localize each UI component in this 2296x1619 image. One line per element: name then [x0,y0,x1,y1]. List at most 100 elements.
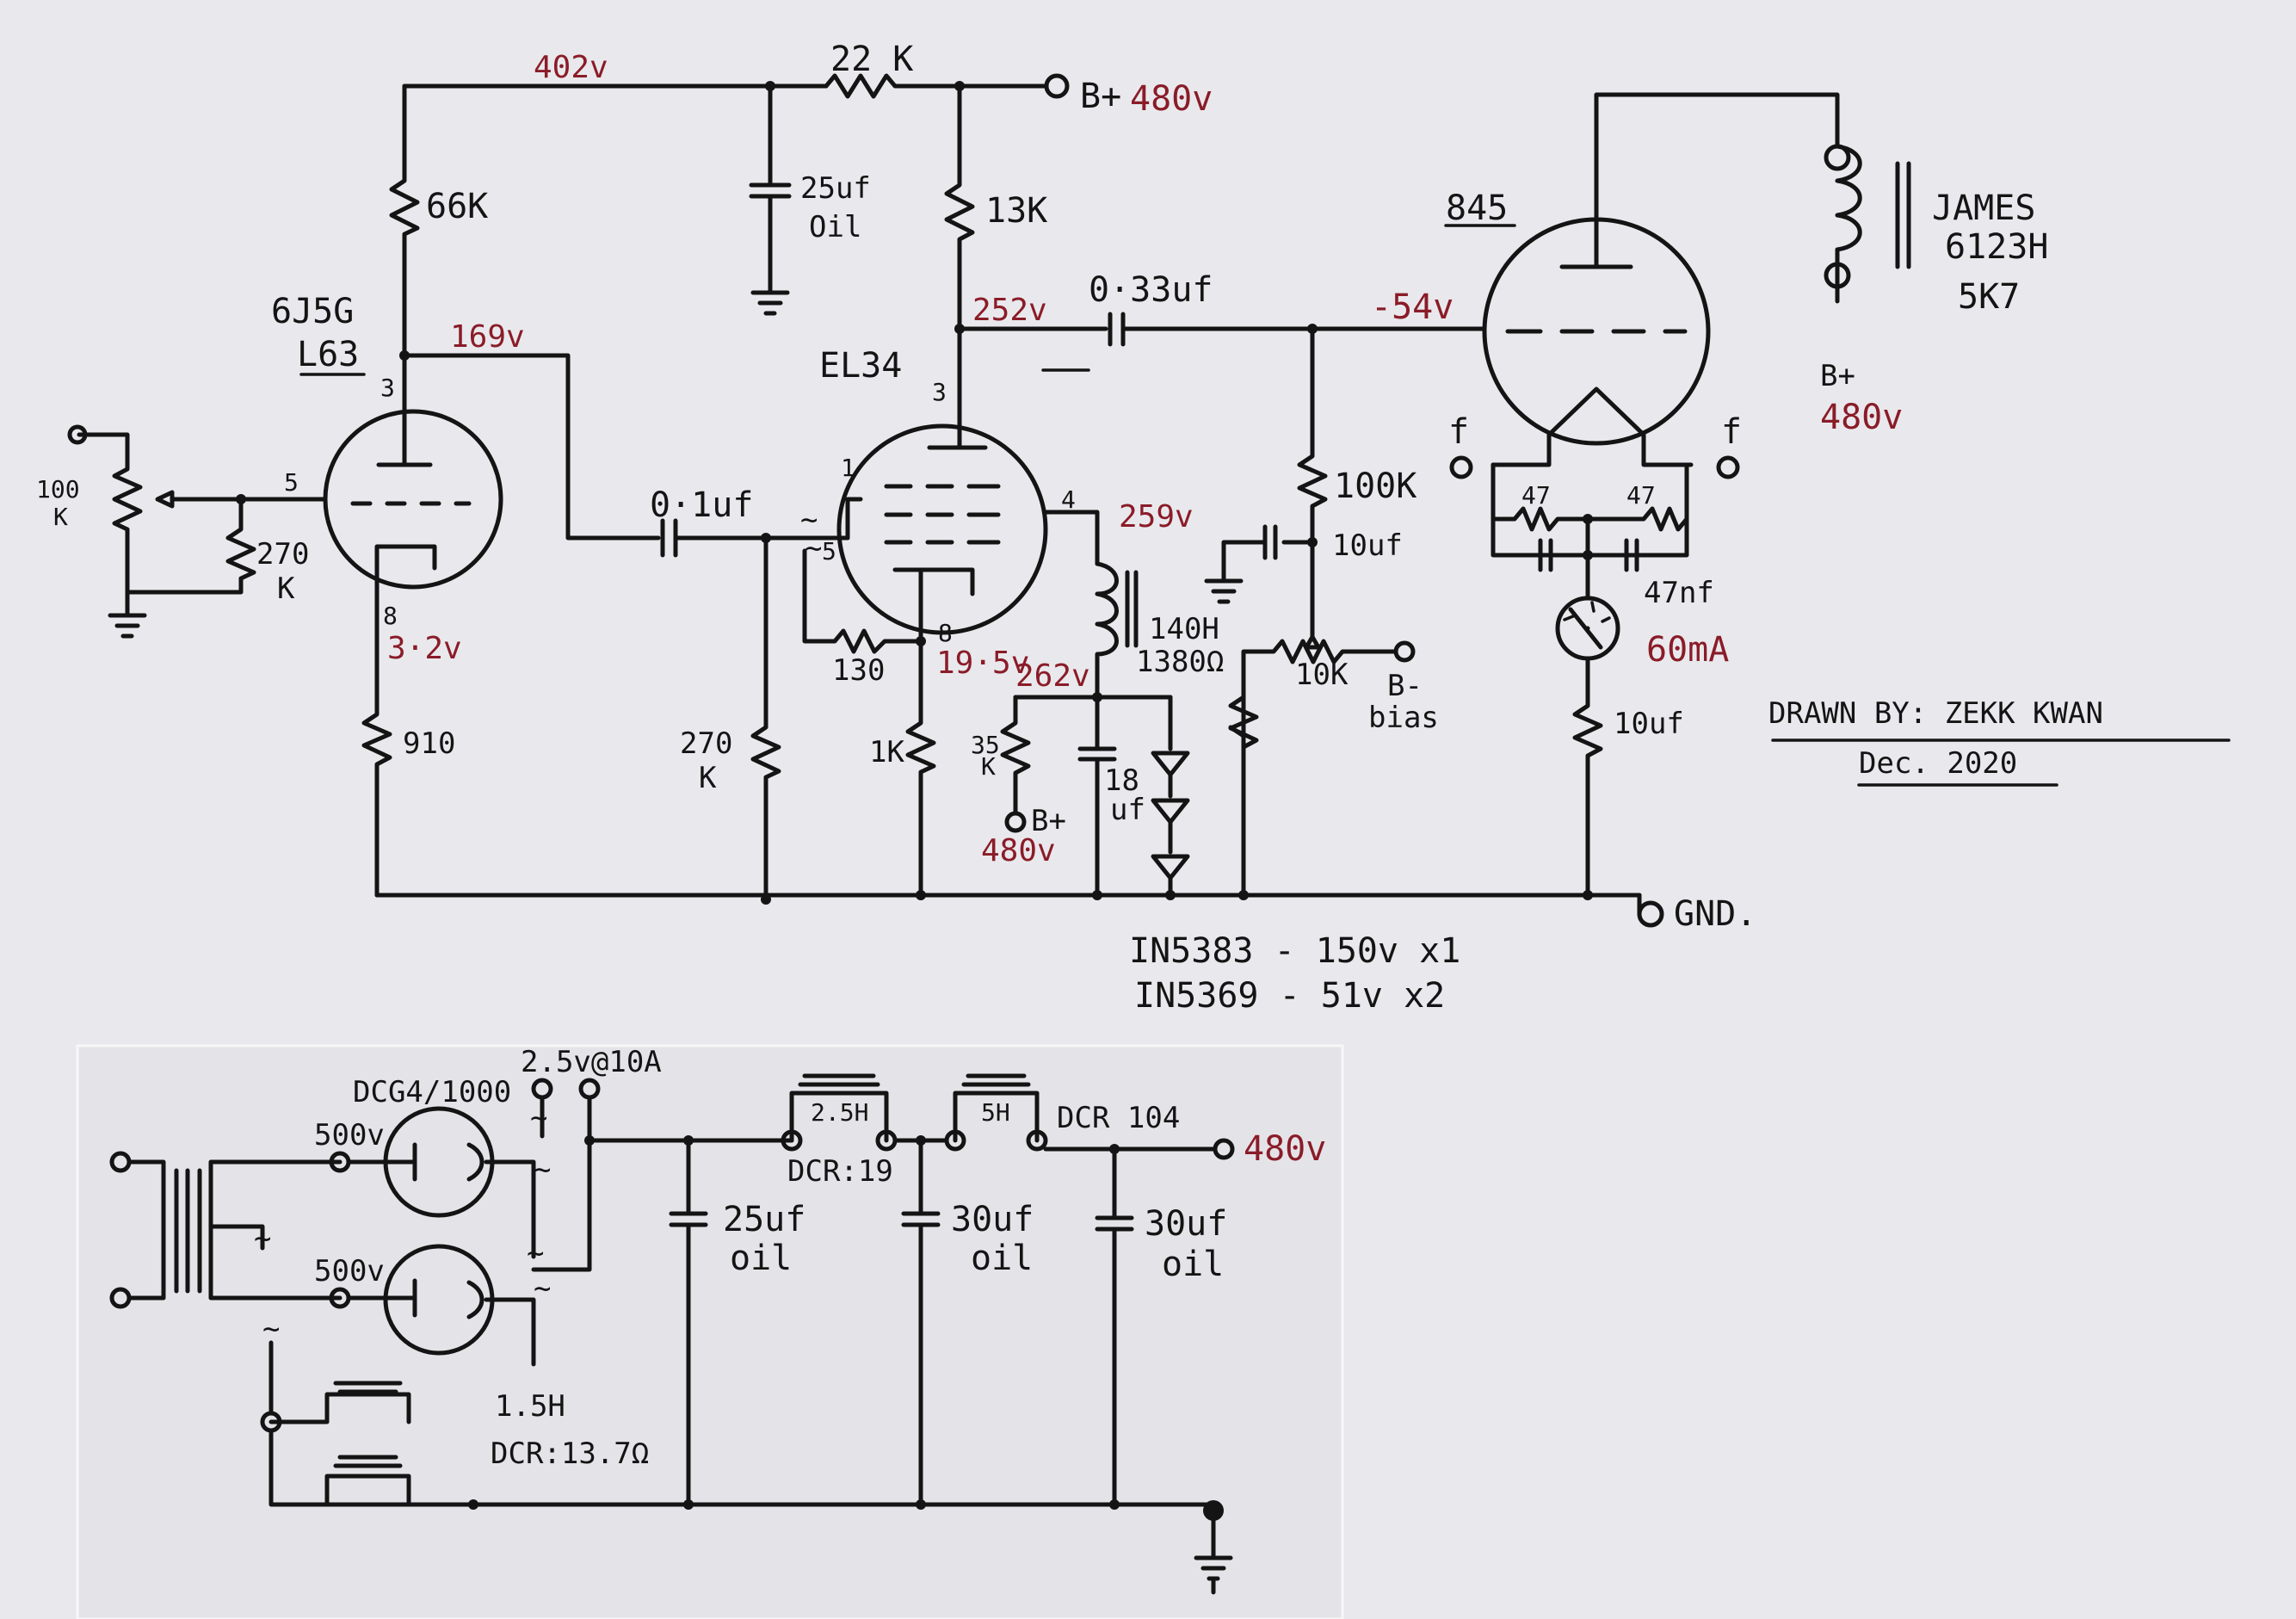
amplifier-labels: 402v 22 K B+ 480v 66K 25uf Oil 13K 6J5G … [36,40,2103,1016]
label-psu-30uf-a: 30uf [951,1200,1034,1239]
resistor-66k [389,83,420,360]
label-47nf: 47nf [1644,576,1714,610]
label-47b: 47 [1626,481,1656,510]
label-19-5v: 19·5v [936,646,1029,681]
cap-psu-30uf-a [901,1138,941,1507]
label-22k: 22 K [830,40,913,79]
label-252v: 252v [972,293,1047,328]
resistor-910 [361,600,392,898]
output-transformer [1835,144,1862,287]
ground-symbol [750,290,790,316]
label-402v: 402v [534,50,608,85]
resistor-1k [905,639,936,898]
label-35: 35 [971,731,1000,759]
pot-10k [1241,639,1397,700]
resistor-270k-grid [125,497,256,595]
label-tube3-type: 845 [1446,188,1508,228]
label-psu-25uf-oil: oil [730,1239,792,1278]
choke-140h [1095,561,1119,700]
label-100k: 100K [1334,467,1416,506]
label-25uf: 25uf [800,171,871,206]
power-supply-schematic [109,1073,1235,1595]
pot-100k [77,432,143,595]
zener-stack [1151,695,1190,898]
label-pin8b: 8 [938,619,953,647]
caps-47nf [1538,538,1639,572]
input-terminal [67,424,88,445]
label-tilde-psu6: ~ [262,1312,280,1346]
label-pin5a: 5 [284,468,299,497]
label-500v-a: 500v [314,1118,385,1152]
mains-transformer-primary [127,1159,166,1301]
resistor-13k [944,83,975,331]
resistor-270k-el34 [750,535,781,902]
label-tilde-psu2: ~ [534,1152,551,1187]
label-psu-30uf-b-oil: oil [1162,1245,1224,1284]
bias-terminal [1393,640,1416,663]
label-140h: 140H [1149,612,1219,646]
resistor-cathode-845 [1572,656,1603,898]
label-0-33uf: 0·33uf [1089,270,1213,310]
choke-2-5h [789,1073,889,1143]
label-pin3b: 3 [932,378,947,406]
cap-psu-25uf [669,1138,708,1507]
label-259v: 259v [1119,499,1194,535]
cap-psu-30uf-b [1095,1146,1134,1507]
label-0-1uf: 0·1uf [650,485,753,525]
label-zener2: IN5369 - 51v x2 [1134,976,1445,1016]
label-10uf-845: 10uf [1614,707,1684,741]
label-dcr-19: DCR:19 [787,1154,893,1189]
label-60ma: 60mA [1646,630,1729,670]
label-otx-model: 6123H [1945,227,2048,267]
psu-labels: DCG4/1000 2.5v@10A 500v 500v ~ ~ ~ ~ ~ ~… [254,1045,1326,1471]
label-1k: 1K [869,735,904,769]
label-dcr-104: DCR 104 [1057,1101,1180,1135]
resistor-35k [1000,695,1031,816]
label-pin3a: 3 [380,374,395,402]
label-2-5h: 2.5H [811,1098,868,1127]
label-270k2-b: K [699,761,717,795]
label-130: 130 [832,653,885,688]
bplus-top-terminal [1044,73,1070,99]
label-pin5b: 5 [822,537,836,565]
label-b-minus: B- [1387,669,1423,703]
label-10k-pot: 10K [1295,658,1349,692]
bplus-mid-terminal [1004,811,1027,833]
resistor-130 [802,548,923,654]
label-1380ohm: 1380Ω [1136,645,1224,679]
label-18uf: uf [1110,793,1145,827]
label-5h: 5H [981,1098,1010,1127]
label-tube1-sub: L63 [297,335,359,374]
label-1-5h: 1.5H [495,1389,565,1424]
label-500v-b: 500v [314,1254,385,1288]
label-bplus-mid-voltage: 480v [981,833,1056,868]
label-bplus-top-voltage: 480v [1130,79,1213,119]
label-pin1b: 1 [841,454,855,482]
label-otx-voltage: 480v [1820,398,1903,437]
resistor-100k [1297,326,1328,640]
label-zener1: IN5383 - 150v x1 [1129,931,1460,971]
tube-el34 [836,423,1048,635]
label-drawn-by: DRAWN BY: ZEKK KWAN [1768,696,2103,731]
label-bias: bias [1368,701,1439,735]
label-270k-b: K [277,572,295,606]
label-pin8a: 8 [383,602,398,630]
label-psu-25uf: 25uf [723,1200,805,1239]
label-bplus-mid: B+ [1031,804,1066,838]
label-47a: 47 [1521,481,1551,510]
label-tilde-b: ~ [805,531,822,565]
label-910: 910 [403,726,455,761]
label-3-2v: 3·2v [387,631,462,666]
label-tube1-type: 6J5G [271,292,354,331]
label-tilde-psu4: ~ [534,1271,551,1306]
label-tilde-a: ~ [800,503,818,537]
label-date: Dec. 2020 [1859,746,2017,781]
label-minus54v: -54v [1371,287,1454,327]
cap-10uf-bias [1204,524,1315,604]
label-pot-100: 100 [36,475,80,504]
label-otx-imp: 5K7 [1958,277,2020,317]
cap-25uf-oil [749,83,792,295]
ground-symbol [108,590,147,639]
label-dcg4-1000: DCG4/1000 [353,1075,511,1109]
